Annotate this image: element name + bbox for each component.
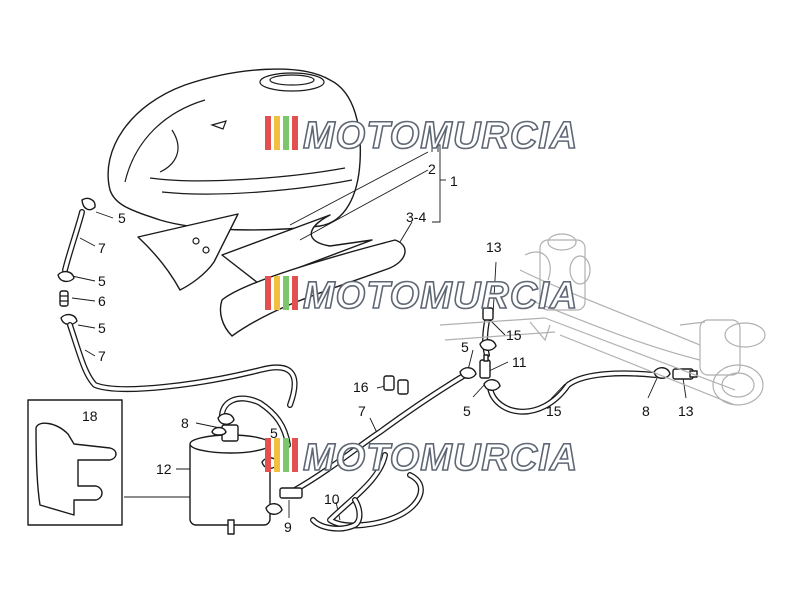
watermark-text-top: MOTOMURCIA [303, 115, 578, 157]
label-6: 6 [98, 293, 106, 309]
hose-clip-throttle-left [459, 367, 477, 379]
throttle-body-assembly [439, 233, 766, 406]
caps-16 [383, 375, 409, 395]
clamp-8-right [653, 367, 671, 379]
label-7-a: 7 [98, 240, 106, 256]
watermark-text-middle: MOTOMURCIA [303, 275, 578, 317]
label-13-b: 13 [678, 403, 694, 419]
label-5-f: 5 [270, 425, 278, 441]
tank-cover-panels [137, 213, 406, 337]
watermark-bottom: MOTOMURCIA [265, 436, 578, 480]
charcoal-canister-12 [189, 424, 271, 535]
label-16: 16 [353, 379, 369, 395]
label-5-e: 5 [463, 403, 471, 419]
label-15-a: 15 [506, 327, 522, 343]
canister-top-hose [218, 395, 291, 448]
label-5-d: 5 [461, 339, 469, 355]
long-vent-hose-7 [67, 322, 298, 408]
label-12: 12 [156, 461, 172, 477]
drain-hose-10 [310, 497, 363, 532]
label-1: 1 [450, 173, 458, 189]
purge-valve-9 [265, 487, 303, 515]
canister-bracket-18 [27, 399, 123, 526]
bracket-group-1 [431, 140, 446, 223]
left-vent-hose-upper [62, 209, 85, 273]
watermark-text-bottom: MOTOMURCIA [303, 437, 578, 479]
label-18: 18 [82, 408, 98, 424]
watermark-top: MOTOMURCIA [265, 114, 578, 158]
label-10: 10 [324, 491, 340, 507]
label-9: 9 [284, 519, 292, 535]
label-13-a: 13 [486, 239, 502, 255]
label-11: 11 [512, 354, 527, 370]
callout-labels: 1 2 3-4 5 7 5 6 5 7 13 15 5 11 5 15 8 13… [82, 161, 694, 535]
label-5-b: 5 [98, 273, 106, 289]
central-hose-7 [292, 372, 468, 493]
clamp-8-canister [217, 413, 235, 425]
hose-clip-throttle-right [483, 379, 501, 391]
hose-clip-throttle-top [479, 339, 497, 351]
connector-13-top [482, 307, 494, 321]
label-7-c: 7 [358, 403, 366, 419]
hose-clip-top [81, 197, 96, 211]
label-5-a: 5 [118, 210, 126, 226]
throttle-hose-15-lower [487, 370, 658, 415]
check-valve-6 [59, 290, 69, 307]
label-15-b: 15 [546, 403, 562, 419]
label-3-4: 3-4 [406, 209, 426, 225]
label-8-b: 8 [181, 415, 189, 431]
label-2: 2 [428, 161, 436, 177]
hose-clip-lower [60, 313, 78, 326]
label-8-a: 8 [642, 403, 650, 419]
leader-lines [71, 151, 687, 521]
watermark-middle: MOTOMURCIA [265, 274, 578, 318]
tee-fitting-11 [479, 354, 491, 379]
label-5-c: 5 [98, 320, 106, 336]
label-7-b: 7 [98, 348, 106, 364]
hose-clip-mid [57, 270, 75, 283]
fuel-tank [107, 68, 362, 231]
